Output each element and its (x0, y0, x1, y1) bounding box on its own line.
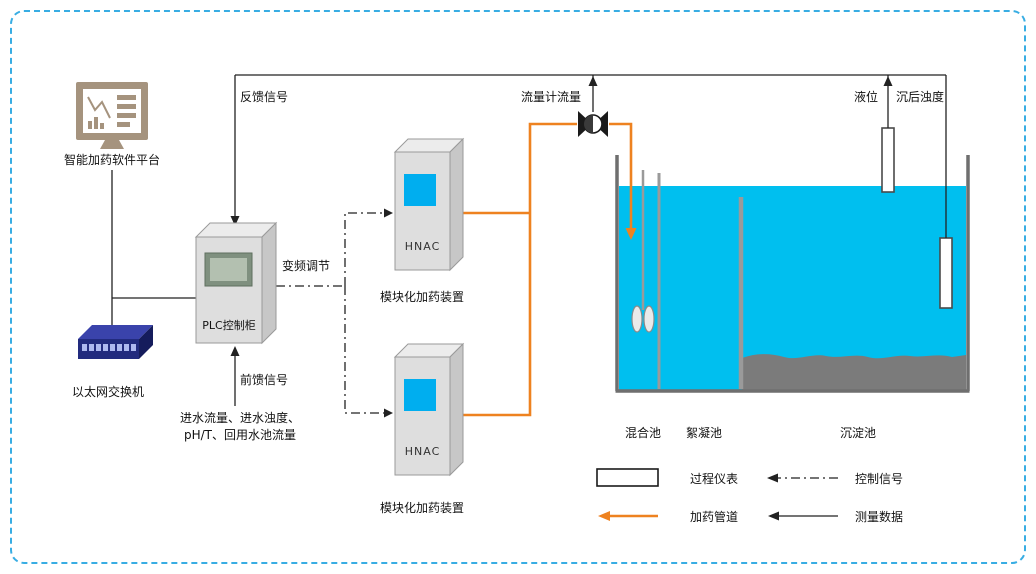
ctrl-arrowhead-module1 (384, 208, 393, 218)
turbidity-sensor-icon (939, 237, 953, 309)
plc-label: PLC控制柜 (202, 319, 256, 332)
pipe-arrowhead (625, 228, 637, 240)
feedforward-inputs-label: 进水流量、进水浊度、 pH/T、回用水池流量 (170, 410, 310, 444)
legend-dosing-pipeline-label: 加药管道 (690, 510, 739, 524)
legend-instrument-sample (596, 468, 659, 487)
legend-control-arrowhead (767, 473, 778, 483)
mixer-icon (631, 170, 655, 333)
level-up-arrowhead (883, 76, 893, 86)
feedforward-inputs-line1: 进水流量、进水浊度、 (179, 411, 300, 425)
flowmeter-icon (578, 111, 608, 137)
flowmeter-label: 流量计流量 (521, 90, 582, 104)
module1-label: 模块化加药装置 (379, 290, 464, 304)
legend-measure-arrowhead (768, 511, 779, 521)
feedforward-signal-label: 前馈信号 (240, 373, 289, 387)
level-sensor-icon (881, 127, 895, 193)
legend-process-instrument-label: 过程仪表 (690, 472, 739, 486)
vfd-signal-label: 变频调节 (282, 259, 331, 273)
measurement-lines (111, 74, 947, 406)
software-platform-icon (76, 82, 148, 149)
sedimentation-pool-label: 沉淀池 (839, 426, 876, 440)
flocculation-pool-label: 絮凝池 (685, 426, 722, 440)
plc-cabinet-icon (194, 221, 278, 345)
flowmeter-up-arrowhead (588, 76, 598, 86)
legend-measurement-data-label: 测量数据 (855, 510, 904, 524)
tank-sediment (742, 354, 966, 390)
feedback-arrowhead (230, 216, 240, 226)
feedforward-inputs-line2: pH/T、回用水池流量 (183, 428, 296, 442)
turbidity-label: 沉后浊度 (896, 90, 945, 104)
switch-label: 以太网交换机 (71, 385, 144, 399)
platform-label: 智能加药软件平台 (64, 153, 161, 167)
control-signal-lines (276, 208, 393, 418)
module2-label: 模块化加药装置 (379, 501, 464, 515)
legend-pipe-arrowhead (598, 511, 610, 521)
feedforward-arrowhead (230, 346, 240, 356)
legend-graphics (596, 468, 838, 521)
dosing-module-1-icon (393, 137, 465, 272)
mixing-pool-label: 混合池 (624, 426, 661, 440)
legend-control-signal-label: 控制信号 (855, 472, 904, 486)
ethernet-switch-icon (78, 325, 153, 359)
treatment-tank (615, 155, 970, 393)
module1-title: HNAC (404, 240, 441, 253)
level-label: 液位 (854, 90, 879, 104)
ctrl-arrowhead-module2 (384, 408, 393, 418)
dosing-module-2-icon (393, 342, 465, 477)
module2-title: HNAC (404, 445, 441, 458)
dosing-pipes (462, 122, 637, 417)
feedback-signal-label: 反馈信号 (240, 90, 289, 104)
